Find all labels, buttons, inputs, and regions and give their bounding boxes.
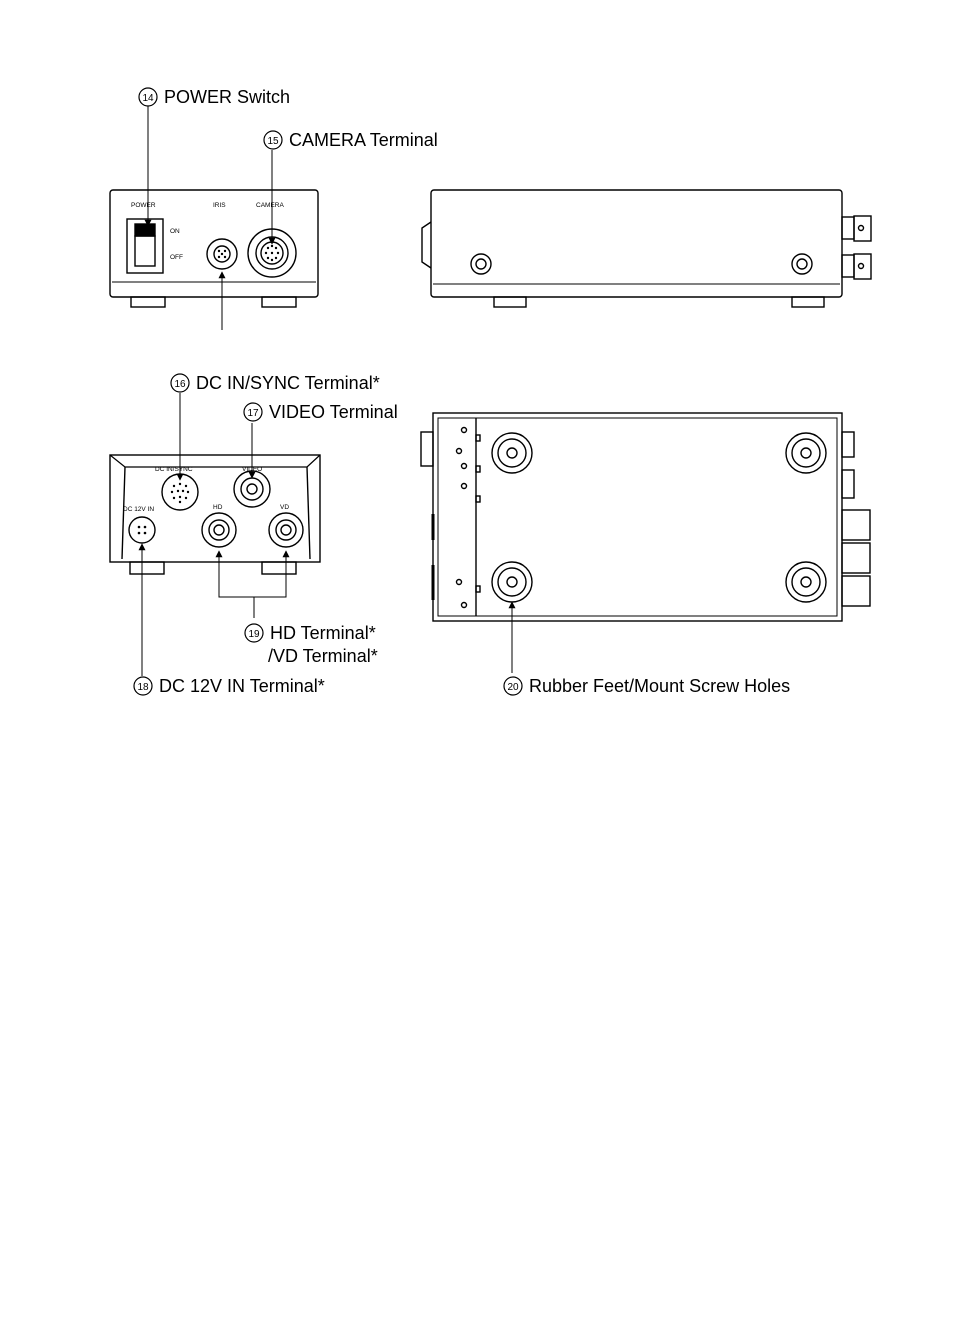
callout-18-label: DC 12V IN Terminal* [159, 676, 325, 696]
side-foot-right [792, 297, 824, 307]
callout-18-number: 18 [137, 682, 149, 693]
side-connector-lower [854, 254, 871, 279]
front-label-power: POWER [131, 202, 156, 209]
callout-20-number: 20 [507, 682, 519, 693]
rear-foot-right [262, 562, 296, 574]
callout-14-label: POWER Switch [164, 87, 290, 107]
bottom-connector-1 [842, 510, 870, 540]
callout-17-label: VIDEO Terminal [269, 402, 398, 422]
bottom-left-tab [421, 432, 433, 466]
dc12v-connector [129, 517, 155, 543]
rubber-foot-bottom-left [492, 562, 532, 602]
side-screw-right [792, 254, 812, 274]
rear-label-dc-in-sync: DC IN/SYNC [155, 466, 193, 473]
callout-14-number: 14 [142, 93, 154, 104]
hd-connector [202, 513, 236, 547]
vd-connector [269, 513, 303, 547]
rear-foot-left [130, 562, 164, 574]
side-screw-left [471, 254, 491, 274]
front-label-on: ON [170, 228, 180, 235]
callout-15-number: 15 [267, 136, 279, 147]
callout-15-label: CAMERA Terminal [289, 130, 438, 150]
side-connector-upper [854, 216, 871, 241]
front-label-iris: IRIS [213, 202, 226, 209]
callout-16-number: 16 [174, 379, 186, 390]
callout-17-number: 17 [247, 408, 259, 419]
rubber-foot-bottom-right [786, 562, 826, 602]
callout-20-label: Rubber Feet/Mount Screw Holes [529, 676, 790, 696]
side-foot-left [494, 297, 526, 307]
callout-19-label-2: /VD Terminal* [268, 646, 378, 666]
rear-label-hd: HD [213, 504, 223, 511]
front-label-off: OFF [170, 254, 183, 261]
side-view [422, 190, 871, 307]
front-foot-right [262, 297, 296, 307]
callout-19-number: 19 [248, 629, 260, 640]
callout-19-label: HD Terminal* [270, 623, 376, 643]
front-label-camera: CAMERA [256, 202, 284, 209]
bottom-connector-2 [842, 543, 870, 573]
callout-16-label: DC IN/SYNC Terminal* [196, 373, 380, 393]
rubber-foot-top-left [492, 433, 532, 473]
side-switch-profile [422, 222, 431, 268]
bottom-connector-3 [842, 576, 870, 606]
rubber-foot-top-right [786, 433, 826, 473]
bottom-view [421, 413, 870, 621]
rear-label-dc12v: DC 12V IN [123, 506, 154, 513]
side-body [431, 190, 842, 297]
rear-label-vd: VD [280, 504, 289, 511]
front-foot-left [131, 297, 165, 307]
